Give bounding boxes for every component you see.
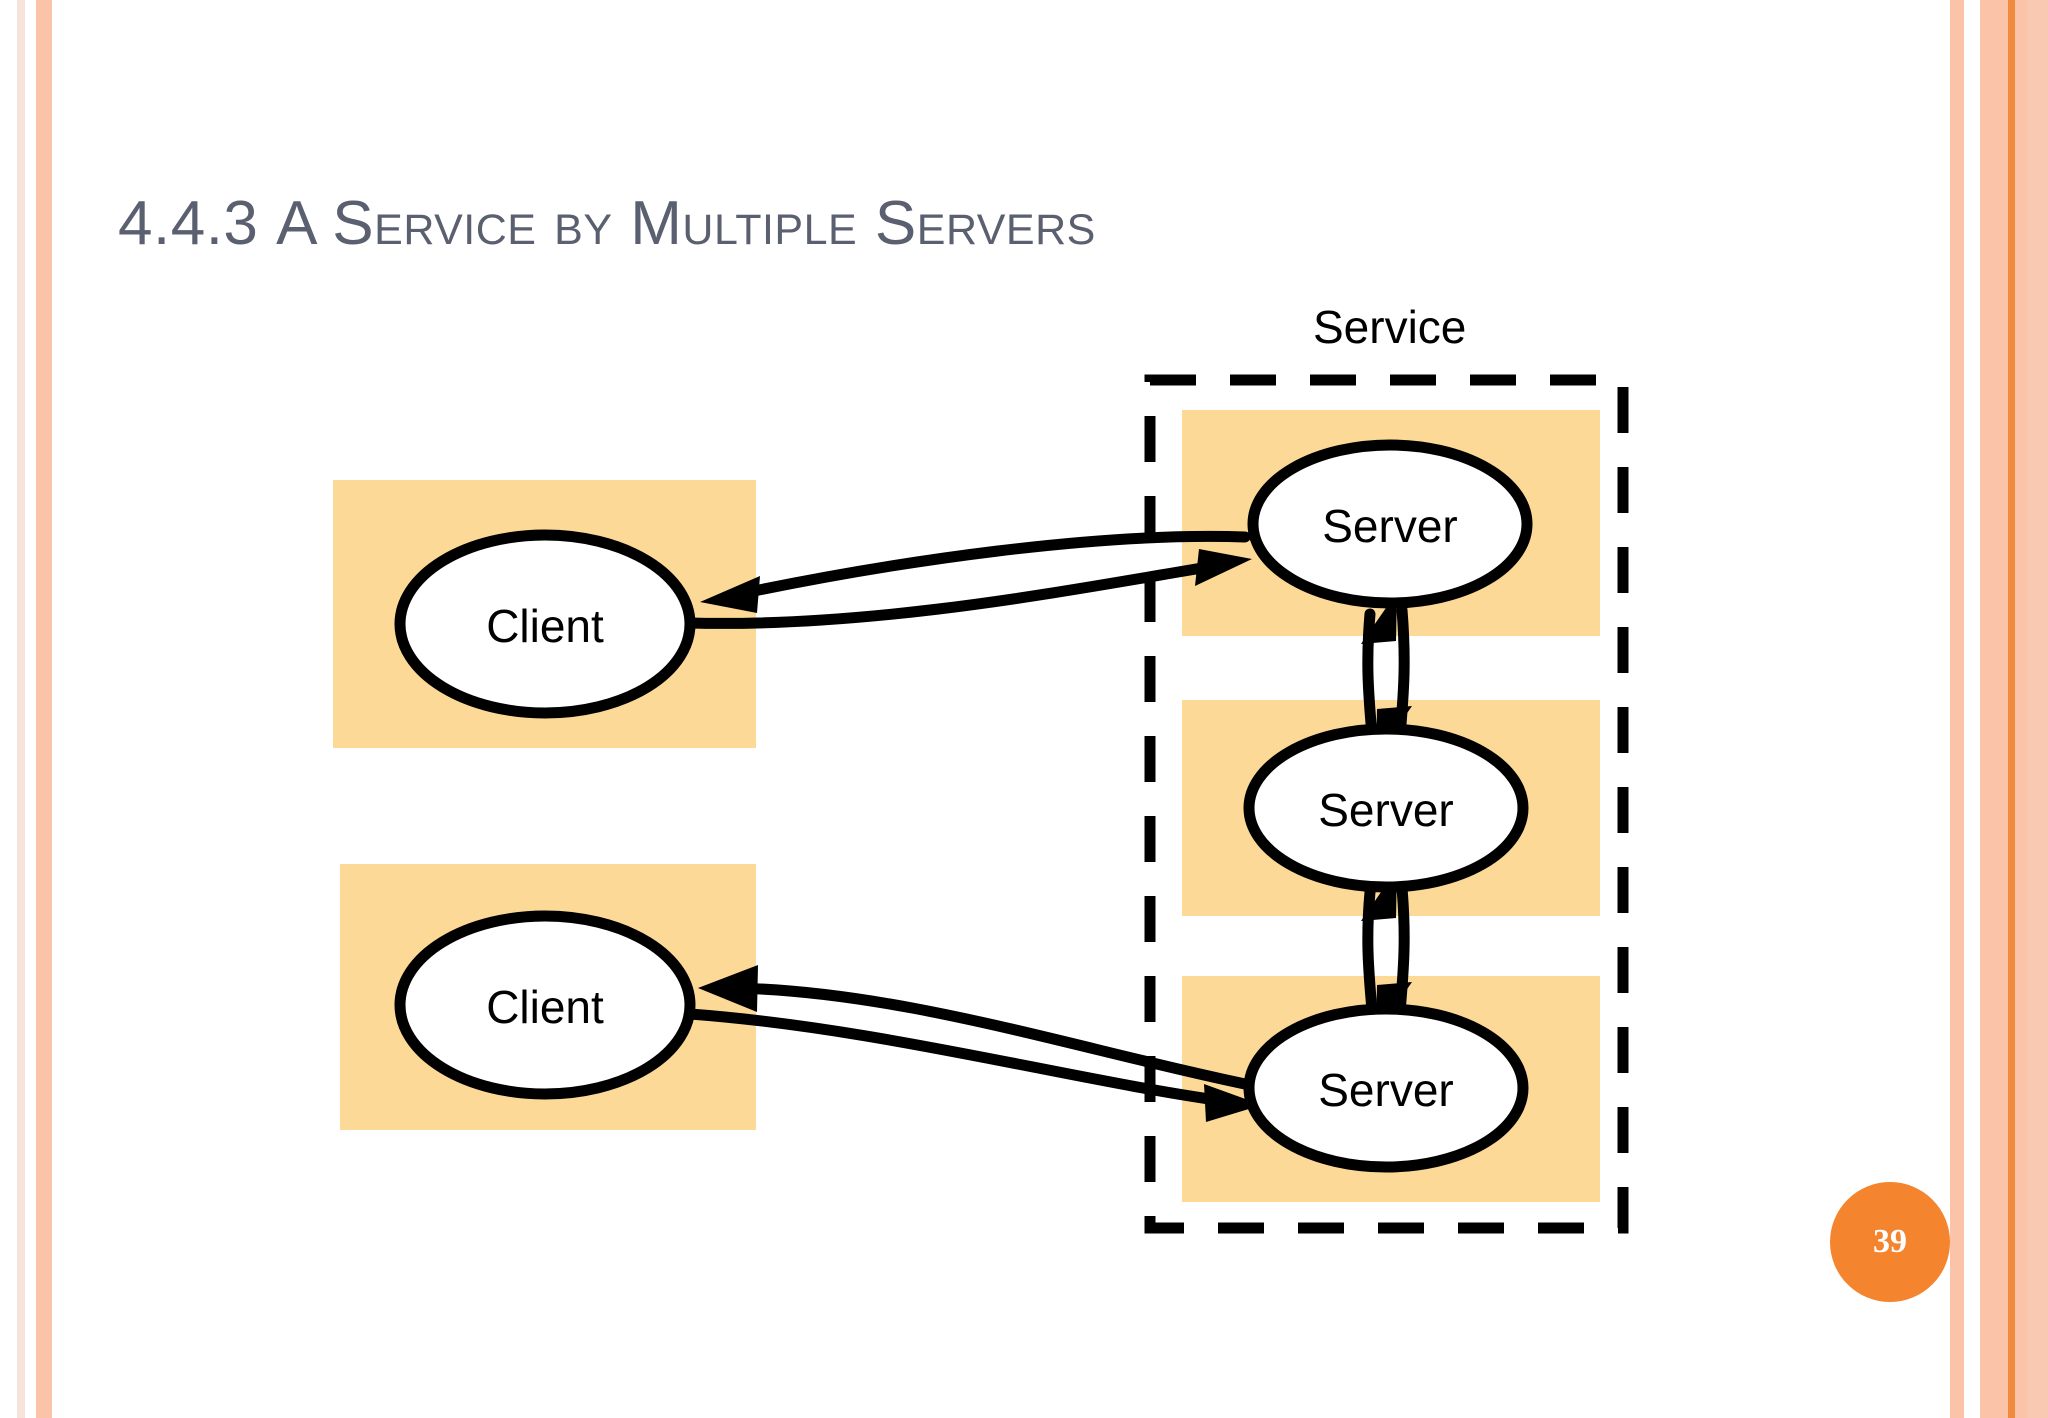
stripe-right-3	[2015, 0, 2027, 1418]
title-number: 4.4.3	[118, 189, 277, 258]
client-2-label: Client	[486, 981, 604, 1033]
server-1-node[interactable]: Server	[1247, 439, 1533, 609]
server-2-node[interactable]: Server	[1243, 723, 1529, 893]
stripe-right-1	[1950, 0, 1964, 1418]
client-1-node[interactable]: Client	[394, 529, 696, 719]
client-2-node[interactable]: Client	[394, 910, 696, 1100]
edge-client1-to-server1	[684, 549, 1252, 629]
page-number-badge: 39	[1830, 1182, 1950, 1302]
page-number-text: 39	[1873, 1223, 1907, 1260]
stripe-right-4	[2027, 0, 2048, 1418]
edge-server3-to-client2	[698, 965, 1256, 1091]
stripe-left-1	[17, 0, 25, 1418]
server-3-label: Server	[1318, 1064, 1453, 1116]
server-3-node[interactable]: Server	[1243, 1003, 1529, 1173]
stripe-left-2	[36, 0, 52, 1418]
client-1-label: Client	[486, 600, 604, 652]
edge-server1-to-client1	[700, 530, 1251, 613]
edge-client2-to-server3	[684, 1008, 1262, 1122]
server-1-label: Server	[1322, 500, 1457, 552]
title-text: A Service by Multiple Servers	[276, 189, 1096, 258]
stripe-right-accent	[2008, 0, 2015, 1418]
page-title: 4.4.3 A Service by Multiple Servers	[118, 188, 1096, 259]
stripe-right-2	[1980, 0, 2008, 1418]
service-group-label: Service	[1313, 301, 1467, 353]
service-boundary-dashed-box	[1144, 374, 1629, 1234]
server-2-label: Server	[1318, 784, 1453, 836]
